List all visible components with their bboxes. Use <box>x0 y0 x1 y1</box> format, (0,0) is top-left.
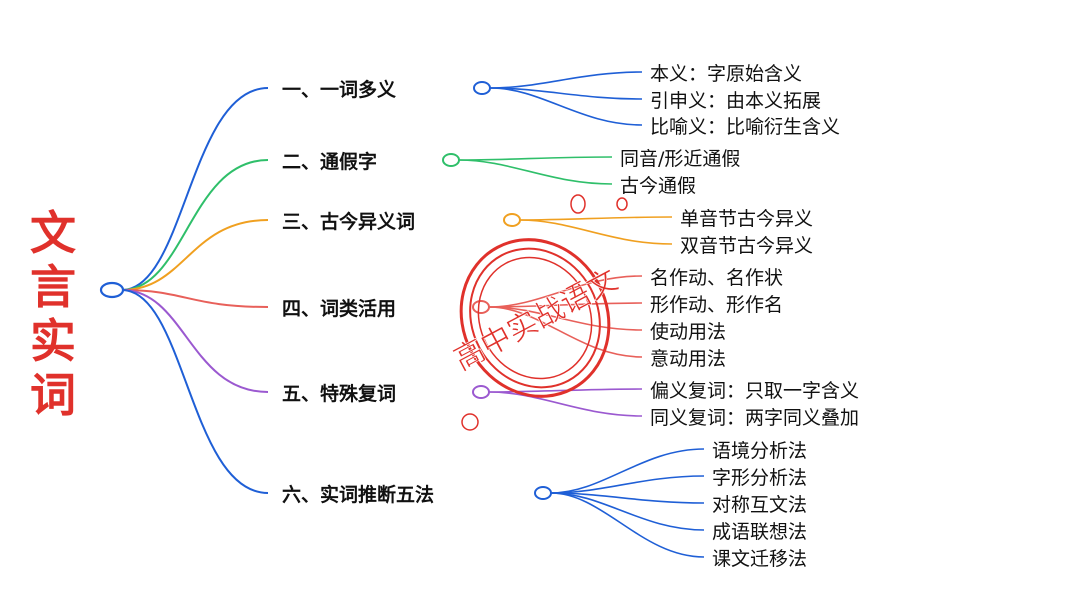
leaf-connector <box>519 216 673 221</box>
leaf-connector <box>550 492 705 504</box>
leaf-label: 同义复词：两字同义叠加 <box>650 407 860 429</box>
root-char: 实 <box>30 314 76 368</box>
leaf-connector <box>488 306 643 358</box>
leaf-label: 古今通假 <box>620 175 697 197</box>
leaf-label: 引申义：由本义拓展 <box>650 90 822 112</box>
root-title: 文 言 实 词 <box>22 206 84 422</box>
root-char: 文 <box>30 206 76 260</box>
leaf-label: 本义：字原始含义 <box>650 63 803 85</box>
leaf-label: 比喻义：比喻衍生含义 <box>650 116 841 138</box>
branch-connector <box>121 159 269 291</box>
watermark-text: 高中实战语文 <box>448 263 623 378</box>
root-node <box>99 281 125 299</box>
leaf-label: 字形分析法 <box>712 467 808 489</box>
leaf-connector <box>489 87 643 126</box>
branch-connector <box>121 289 269 494</box>
leaf-label: 名作动、名作状 <box>650 267 784 289</box>
leaf-connector <box>458 156 613 161</box>
leaf-label: 成语联想法 <box>712 521 808 543</box>
leaf-label: 对称互文法 <box>712 494 808 516</box>
branch-label: 四、词类活用 <box>282 298 397 320</box>
branch-label: 五、特殊复词 <box>282 383 397 405</box>
leaf-connector <box>550 492 705 558</box>
branch-connector <box>121 219 269 291</box>
branch-connector <box>121 289 269 393</box>
branch-node <box>473 81 491 95</box>
leaf-label: 双音节古今异义 <box>680 235 814 257</box>
leaf-connector <box>488 306 643 331</box>
leaf-label: 形作动、形作名 <box>650 294 784 316</box>
leaf-label: 同音/形近通假 <box>620 148 741 170</box>
branch-node <box>534 486 552 500</box>
leaf-label: 意动用法 <box>650 348 727 370</box>
leaf-connector <box>489 87 643 100</box>
leaf-connector <box>550 448 705 494</box>
watermark-stamp: 高中实战语文 <box>448 194 628 431</box>
branch-label: 三、古今异义词 <box>282 211 416 233</box>
leaf-connector <box>488 391 643 417</box>
leaf-label: 单音节古今异义 <box>680 208 814 230</box>
branch-label: 六、实词推断五法 <box>282 484 435 506</box>
leaf-connector <box>458 159 613 185</box>
leaf-connector <box>489 71 643 89</box>
leaf-connector <box>550 492 705 531</box>
branch-connector <box>121 289 269 308</box>
leaf-label: 语境分析法 <box>712 440 808 462</box>
leaf-connector <box>519 219 673 245</box>
leaf-connector <box>488 302 643 308</box>
root-char: 词 <box>30 368 76 422</box>
branch-label: 一、一词多义 <box>282 79 397 101</box>
leaf-connector <box>488 388 643 393</box>
leaf-label: 使动用法 <box>650 321 727 343</box>
leaf-label: 课文迁移法 <box>712 548 808 570</box>
leaf-connector <box>488 275 643 308</box>
root-char: 言 <box>30 260 76 314</box>
branch-node <box>472 385 490 399</box>
branch-node <box>442 153 460 167</box>
branch-label: 二、通假字 <box>282 151 378 173</box>
leaf-connector <box>550 475 705 494</box>
leaf-label: 偏义复词：只取一字含义 <box>650 380 860 402</box>
branch-connector <box>121 87 269 291</box>
branch-node <box>472 300 490 314</box>
branch-node <box>503 213 521 227</box>
